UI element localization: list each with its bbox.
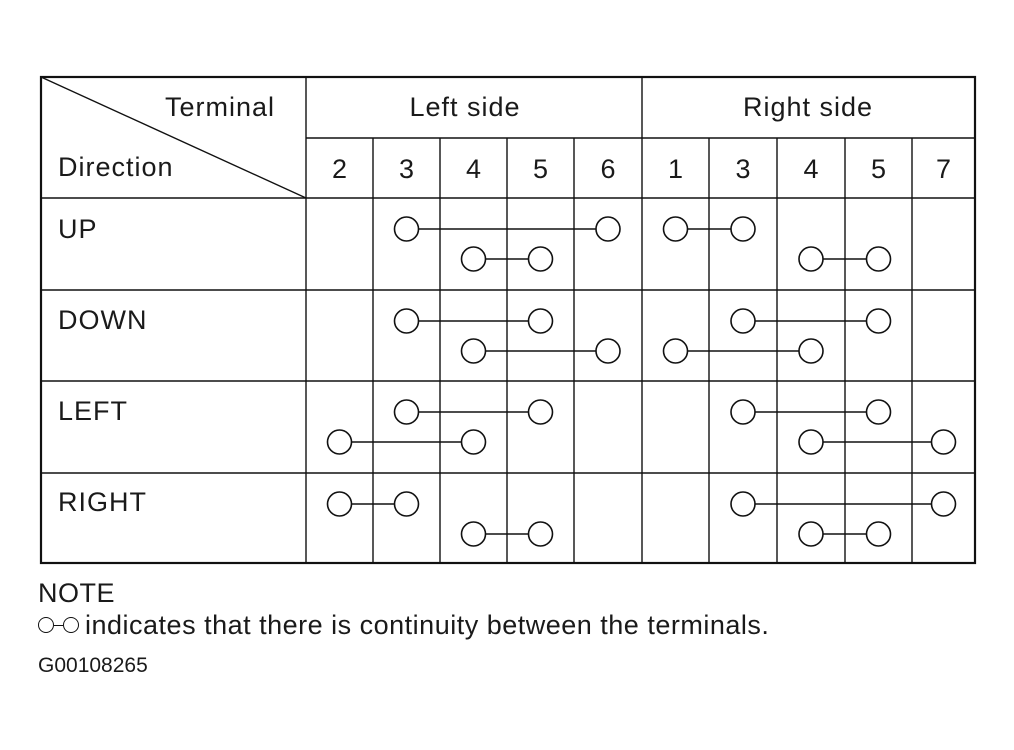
note-block: NOTE indicates that there is continuity …	[38, 577, 769, 641]
terminal-circle	[798, 429, 824, 455]
continuity-link-right-left-4-5	[460, 521, 554, 547]
table-border	[39, 75, 977, 565]
terminal-circle	[930, 491, 957, 517]
continuity-link-up-left-4-5	[460, 246, 554, 272]
right-terminal-4-label: 4	[803, 154, 818, 184]
terminal-circle	[730, 308, 756, 334]
left-terminal-4-label: 4	[466, 154, 481, 184]
terminal-circle	[865, 308, 892, 334]
terminal-circle	[527, 521, 554, 547]
terminal-circle	[798, 521, 824, 547]
left-terminal-6-label: 6	[600, 154, 615, 184]
terminal-circle	[393, 216, 420, 242]
terminal-circle	[662, 216, 689, 242]
right-terminal-1-label: 1	[668, 154, 683, 184]
terminal-number-labels: 2 3 4 5 6 1 3 4 5 7	[332, 154, 951, 184]
right-terminal-3-label: 3	[735, 154, 750, 184]
continuity-link-down-left-3-5	[393, 308, 554, 334]
note-title: NOTE	[38, 578, 116, 608]
right-terminal-5-label: 5	[871, 154, 886, 184]
direction-label-right: RIGHT	[58, 487, 147, 517]
left-terminal-2-label: 2	[332, 154, 347, 184]
continuity-link-right-right-3-7	[730, 491, 957, 517]
terminal-circle	[393, 399, 420, 425]
right-side-header: Right side	[743, 92, 873, 122]
note-line: indicates that there is continuity betwe…	[38, 609, 769, 641]
terminal-circle	[798, 338, 824, 364]
note-text: indicates that there is continuity betwe…	[85, 610, 770, 640]
terminal-circle	[730, 399, 756, 425]
continuity-link-right-left-2-3	[326, 491, 420, 517]
left-side-header: Left side	[409, 92, 520, 122]
continuity-link-down-right-1-4	[662, 338, 824, 364]
table-headers: Terminal Direction Left side Right side	[58, 92, 873, 182]
continuity-link-up-right-4-5	[798, 246, 892, 272]
continuity-link-up-right-1-3	[662, 216, 756, 242]
terminal-circle	[930, 429, 957, 455]
continuity-link-left-right-3-5	[730, 399, 892, 425]
terminal-circle	[326, 429, 353, 455]
continuity-link-up-left-3-6	[393, 216, 621, 242]
terminal-circle	[730, 216, 756, 242]
header-diagonal	[40, 76, 307, 199]
terminal-circle	[527, 308, 554, 334]
terminal-circle	[595, 216, 621, 242]
terminal-header: Terminal	[165, 92, 275, 122]
terminal-circle	[662, 338, 689, 364]
continuity-link-left-left-3-5	[393, 399, 554, 425]
terminal-circle	[730, 491, 756, 517]
direction-labels: UP DOWN LEFT RIGHT	[58, 214, 147, 517]
figure-id: G00108265	[38, 654, 148, 677]
terminal-circle	[865, 246, 892, 272]
continuity-links	[326, 216, 957, 547]
continuity-link-left-left-2-4	[326, 429, 487, 455]
continuity-link-down-right-3-5	[730, 308, 892, 334]
terminal-circle	[527, 246, 554, 272]
continuity-table: Terminal Direction Left side Right side …	[39, 75, 977, 565]
continuity-link-left-right-4-7	[798, 429, 957, 455]
terminal-circle	[460, 521, 487, 547]
terminal-circle	[865, 521, 892, 547]
table-grid	[39, 75, 977, 565]
terminal-circle	[460, 429, 487, 455]
left-terminal-3-label: 3	[399, 154, 414, 184]
left-terminal-5-label: 5	[533, 154, 548, 184]
terminal-circle	[595, 338, 621, 364]
continuity-link-down-left-4-6	[460, 338, 621, 364]
terminal-circle	[798, 246, 824, 272]
continuity-symbol-icon	[38, 617, 79, 633]
right-terminal-7-label: 7	[936, 154, 951, 184]
terminal-circle	[865, 399, 892, 425]
direction-label-up: UP	[58, 214, 98, 244]
terminal-circle	[393, 308, 420, 334]
terminal-circle	[460, 338, 487, 364]
terminal-circle	[393, 491, 420, 517]
terminal-circle	[460, 246, 487, 272]
terminal-circle	[527, 399, 554, 425]
direction-label-left: LEFT	[58, 396, 128, 426]
continuity-link-right-right-4-5	[798, 521, 892, 547]
direction-header: Direction	[58, 152, 174, 182]
direction-label-down: DOWN	[58, 305, 147, 335]
terminal-circle	[326, 491, 353, 517]
